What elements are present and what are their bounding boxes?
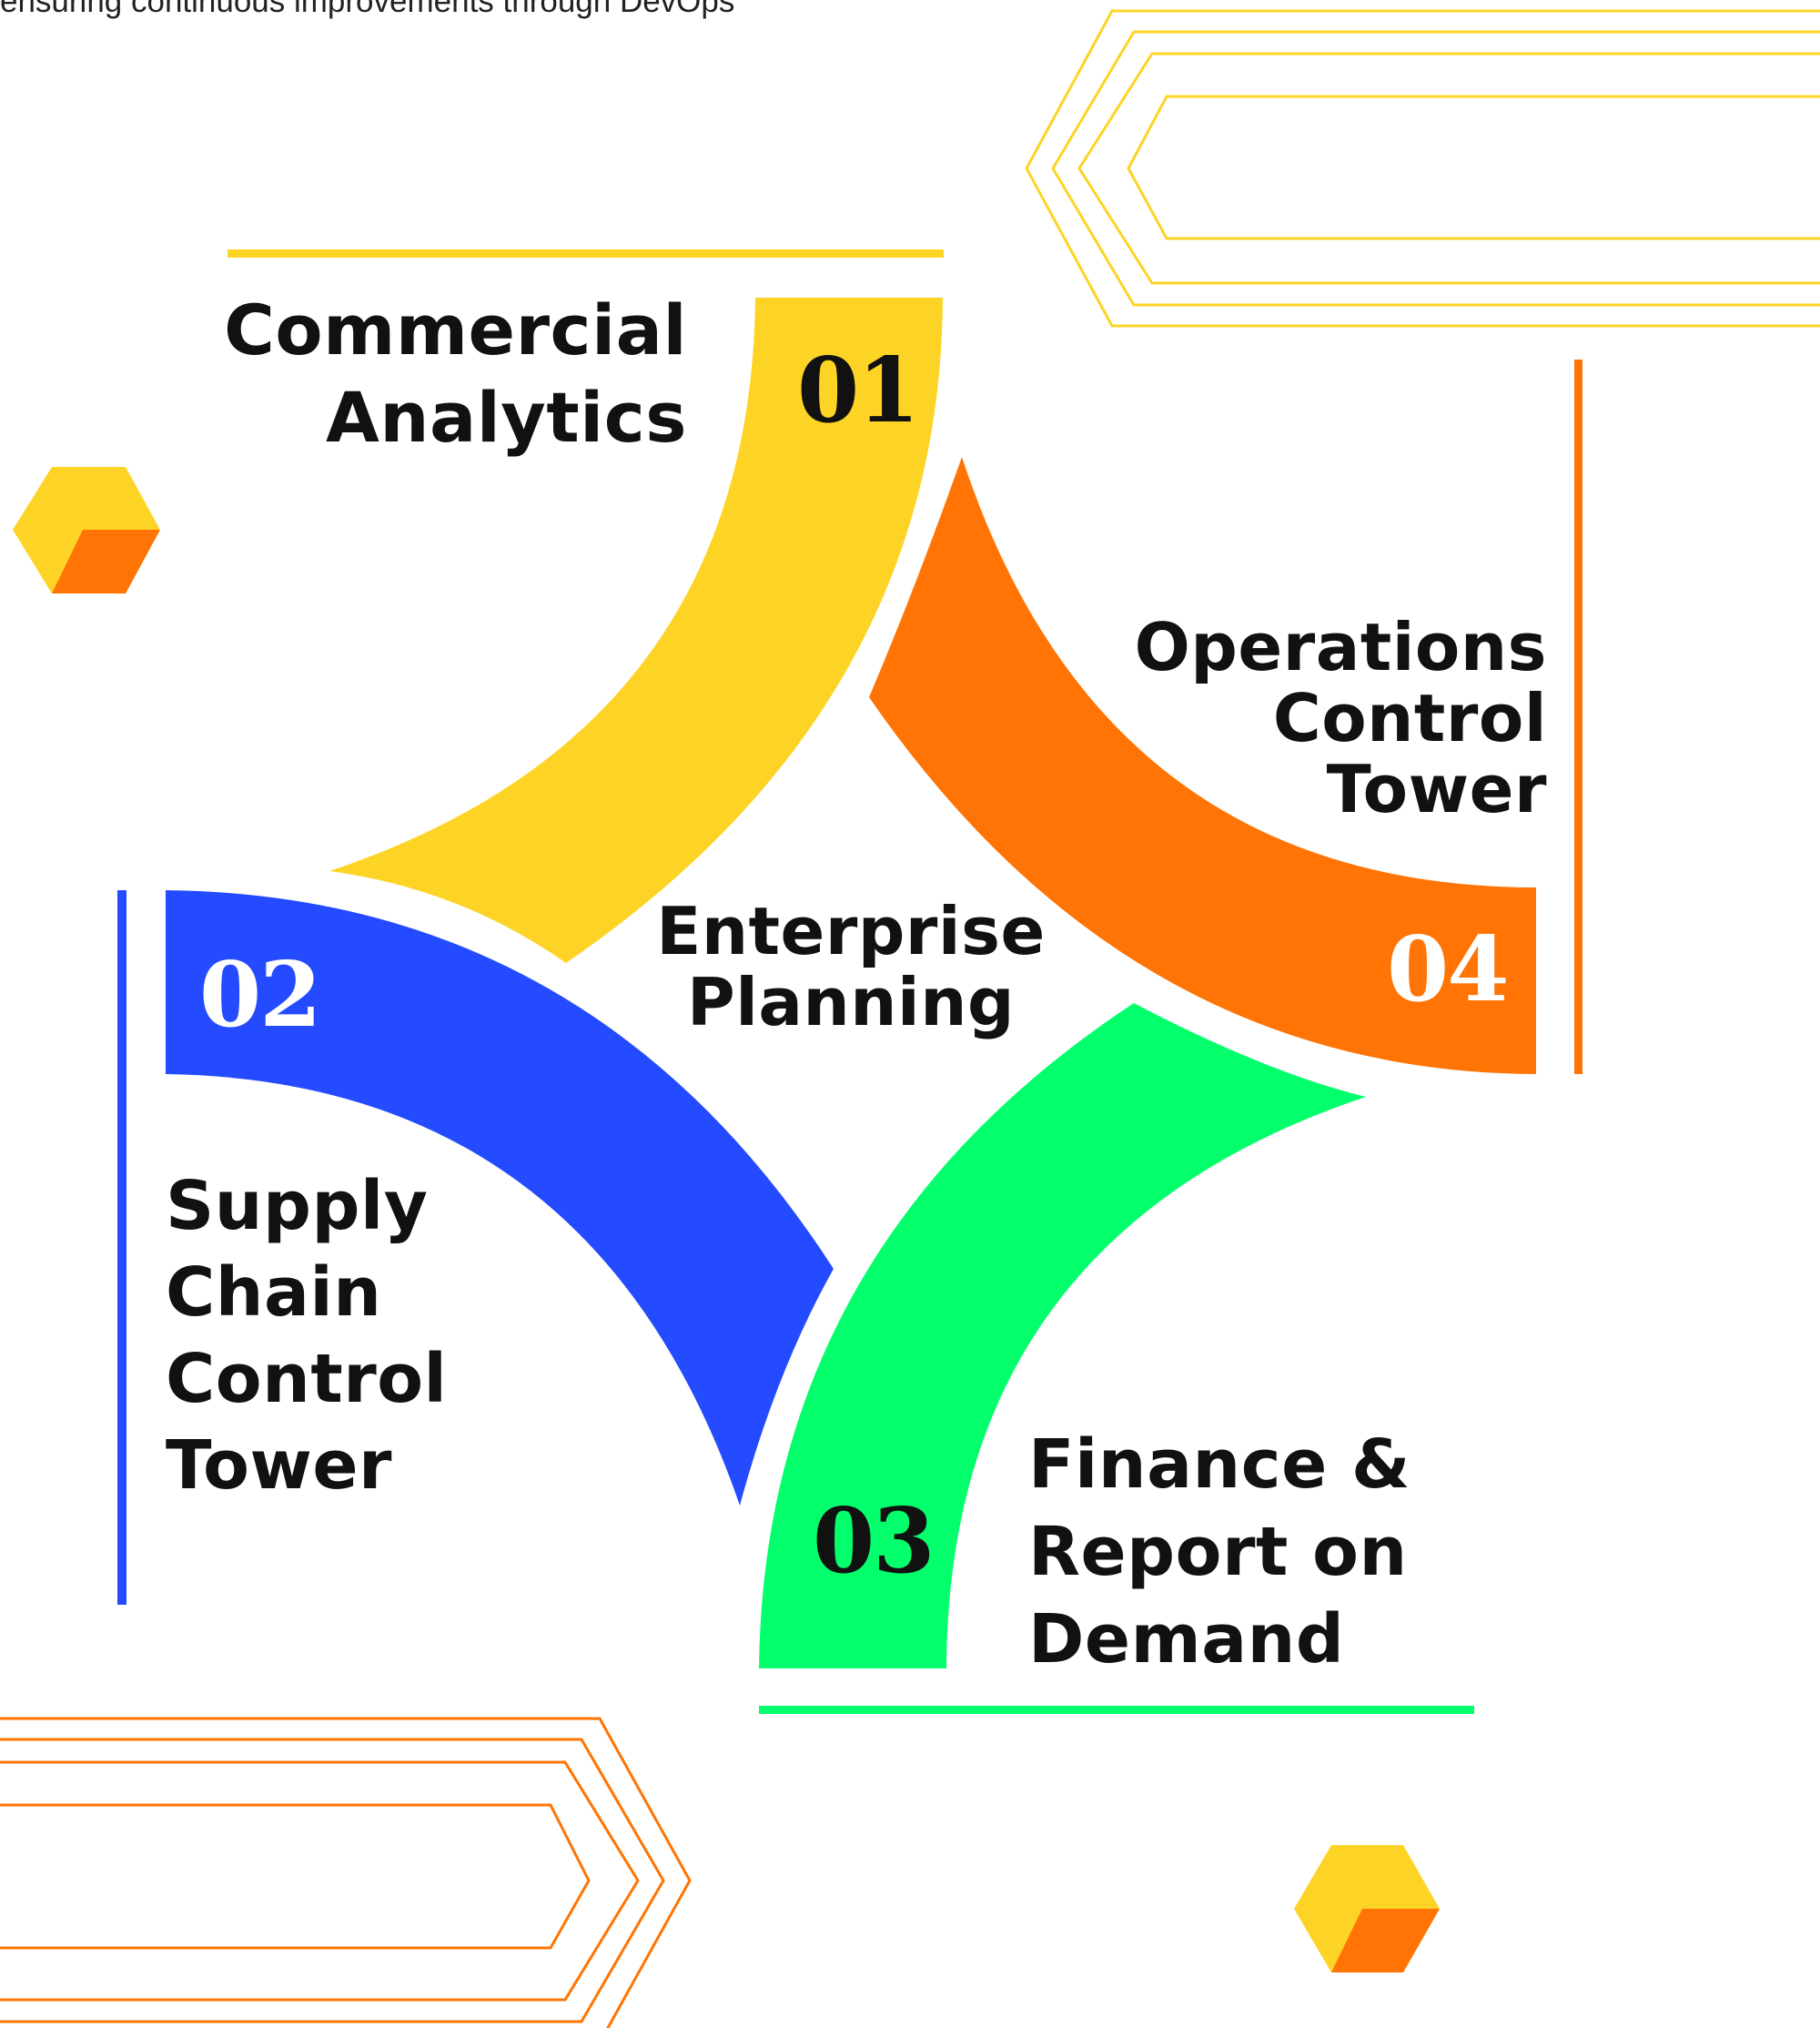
center-title: Enterprise Planning — [656, 893, 1046, 1040]
yellow-accent-line — [228, 249, 944, 258]
segment-01-number: 01 — [797, 339, 919, 443]
segment-01-label: Commercial Analytics — [224, 289, 687, 458]
blue-accent-line — [117, 890, 126, 1605]
segment-04-shape — [869, 457, 1536, 1074]
hexagon-cube-icon — [1294, 1845, 1440, 1972]
hexagon-cube-icon — [13, 467, 160, 593]
segment-02-number: 02 — [199, 943, 321, 1048]
segment-04-number: 04 — [1387, 918, 1509, 1022]
orange-hexagon-frame — [0, 1717, 692, 2028]
header-caption: ensuring continuous improvements through… — [0, 0, 735, 19]
yellow-hexagon-frame — [1025, 9, 1820, 328]
orange-accent-line — [1574, 360, 1582, 1074]
segment-03-label: Finance & Report on Demand — [1028, 1425, 1411, 1678]
segment-02-label: Supply Chain Control Tower — [166, 1167, 448, 1505]
segment-03-number: 03 — [813, 1489, 935, 1594]
segment-03-shape — [759, 1003, 1366, 1668]
segment-04-label: Operations Control Tower — [1134, 609, 1547, 827]
green-accent-line — [759, 1706, 1474, 1714]
segment-01-shape — [329, 298, 943, 963]
segment-02-shape — [166, 890, 834, 1506]
